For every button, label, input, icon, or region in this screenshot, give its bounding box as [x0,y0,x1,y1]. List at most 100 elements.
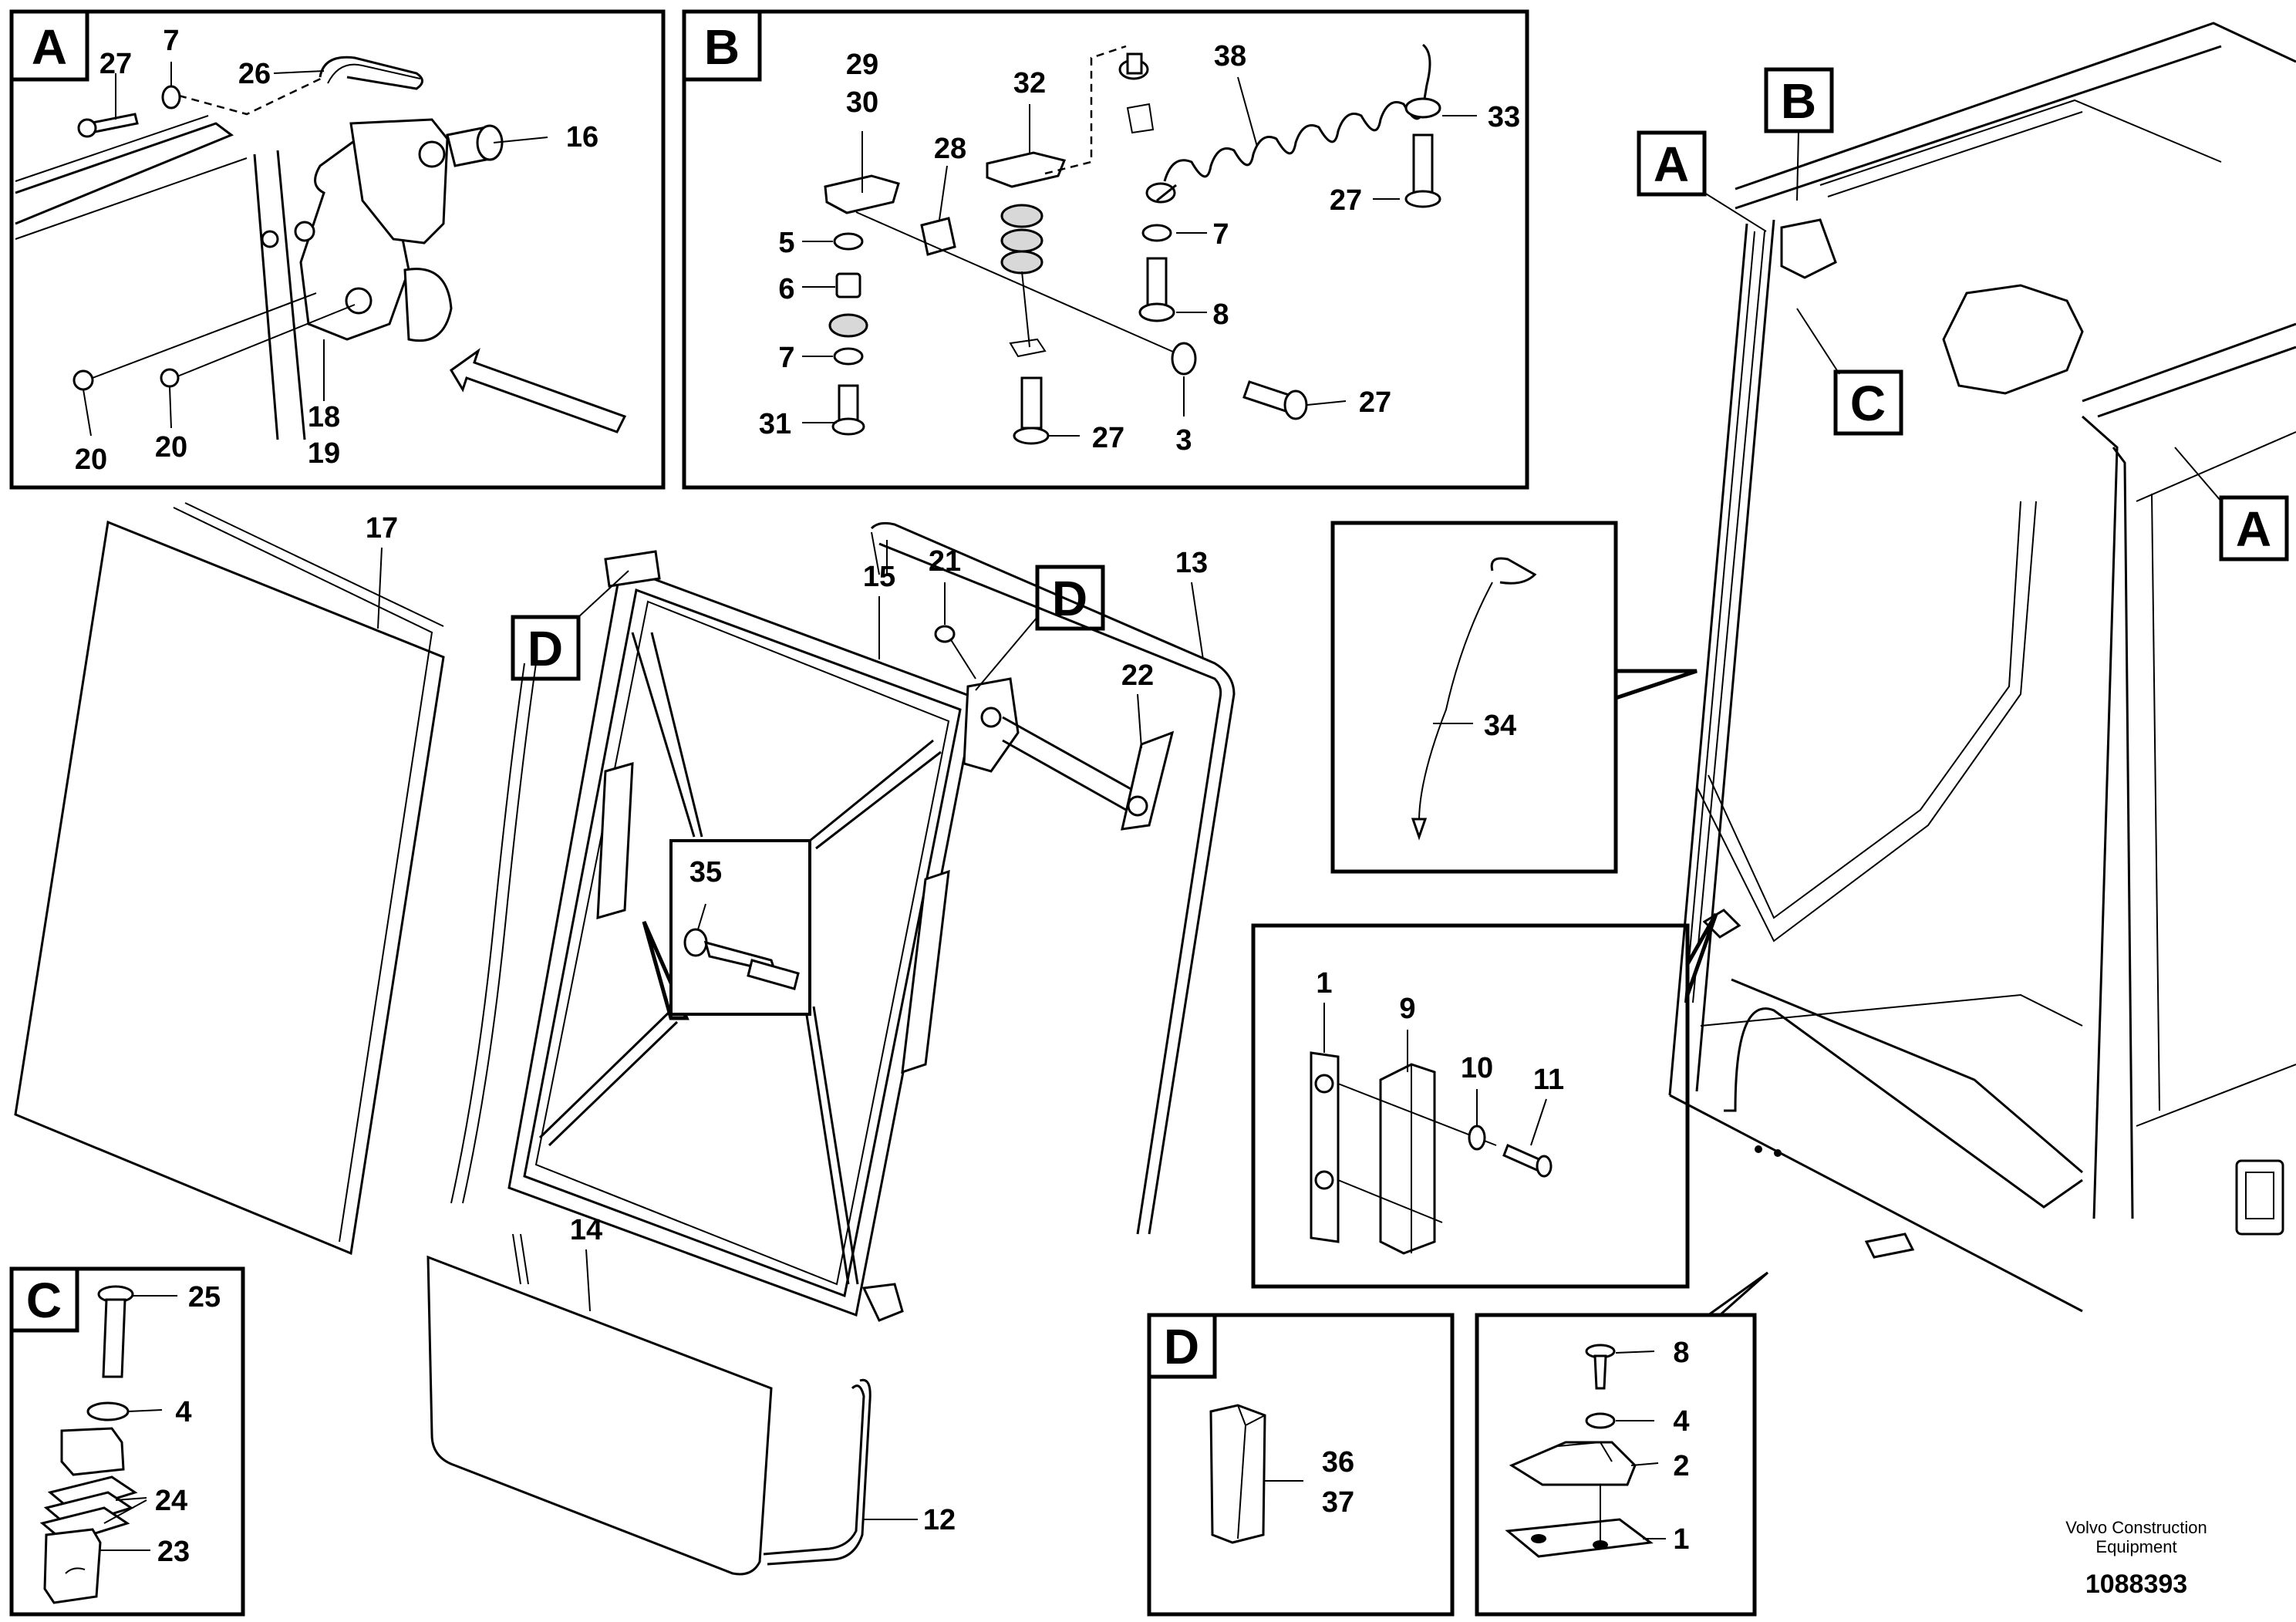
bracket-23 [43,1528,102,1604]
detail-panel-b: B [682,9,1529,490]
washer-5 [833,232,864,251]
label-31: 31 [759,408,791,440]
detail-panel-34: 34 [1330,521,1698,874]
label-19: 19 [308,437,340,470]
footer: Volvo Construction Equipment 1088393 [2065,1518,2207,1599]
label-5: 5 [778,227,794,259]
label-13: 13 [1175,547,1208,579]
cab-callout-a1: A [1654,137,1689,192]
label-26: 26 [238,58,271,90]
pin-27-b [1020,376,1043,430]
cab-handle [2235,1159,2284,1236]
bushing [828,313,868,338]
panel-d-letter: D [1164,1319,1199,1374]
washer-10 [1468,1125,1486,1151]
washer-4-c [86,1401,130,1421]
label-12: 12 [923,1504,956,1536]
spacer-6 [835,272,861,298]
label-35: 35 [689,856,722,889]
label-18: 18 [308,401,340,433]
label-17: 17 [366,512,398,545]
label-27-b1: 27 [1092,422,1124,454]
door-callout-d1: D [528,621,563,676]
spring-38 [1145,43,1431,204]
label-8-b: 8 [1212,298,1229,331]
label-7-b1: 7 [778,342,794,374]
plate-1 [1310,1051,1340,1243]
label-24: 24 [155,1485,187,1517]
cable-34 [1411,818,1428,841]
label-36: 36 [1322,1446,1354,1479]
label-7-b2: 7 [1212,218,1229,251]
washer-7 [161,85,181,110]
label-30: 30 [846,86,878,119]
label-27-b3: 27 [1330,184,1362,217]
label-1-m: 1 [1673,1523,1689,1556]
door-handle [596,761,634,920]
label-10: 10 [1461,1052,1493,1084]
label-37: 37 [1322,1486,1354,1519]
label-8-m: 8 [1673,1337,1689,1369]
washer-4-m [1585,1412,1616,1429]
panel-a-letter: A [32,19,67,75]
block-36-37 [1209,1404,1266,1544]
label-16: 16 [566,121,598,153]
direction-arrow [450,348,627,433]
label-21: 21 [929,545,961,578]
washer-7-b2 [1141,224,1172,242]
detail-panel-hinge: 1 9 10 11 [1251,912,1718,1289]
label-7-a: 7 [163,25,179,57]
door-assembly: D D 35 [14,502,1236,1576]
arm-22 [1121,730,1175,831]
label-20-b: 20 [155,431,187,464]
label-27-a: 27 [99,48,132,80]
rubber-block [60,1427,125,1476]
label-3: 3 [1175,424,1192,457]
label-11: 11 [1533,1064,1564,1096]
plate-1-m [1505,1518,1654,1558]
label-22: 22 [1121,659,1154,692]
label-27-b2: 27 [1359,386,1391,419]
label-4-c: 4 [175,1396,191,1428]
cab-callout-a2: A [2236,501,2271,557]
door-frame-15 [507,565,977,1317]
detail-panel-mount: 8 4 2 1 [1475,1271,1768,1617]
pin-8-b [1146,257,1168,310]
bracket-29-30 [824,174,900,214]
label-38: 38 [1214,40,1246,73]
brand-line-1: Volvo Construction [2065,1518,2207,1537]
label-14: 14 [570,1214,602,1246]
label-23: 23 [157,1536,190,1568]
nut-33 [1404,97,1441,119]
label-2: 2 [1673,1450,1689,1482]
document-number: 1088393 [2085,1570,2187,1599]
label-28: 28 [934,133,966,165]
cab-latch [1780,218,1837,279]
block-9 [1379,1063,1436,1255]
label-33: 33 [1488,101,1520,133]
washer-35 [683,928,708,957]
cab-illustration: A B C A [1637,22,2296,1313]
cab-callout-b: B [1781,73,1816,129]
detail-panel-a: A [9,9,666,490]
panel-b-letter: B [704,19,740,75]
glass-17 [14,520,445,1256]
detail-panel-c: C 25 4 24 23 [9,1266,245,1617]
label-9: 9 [1399,993,1415,1025]
label-29: 29 [846,49,878,81]
label-20-a: 20 [75,443,107,476]
panel-c-letter: C [26,1273,62,1328]
spring-clip-26 [319,56,423,90]
plate-32 [986,151,1067,188]
label-6: 6 [778,273,794,305]
bolt-21 [934,625,956,643]
screw-20a [72,369,94,391]
detail-panel-d: D 36 37 [1147,1313,1455,1617]
cab-callout-c: C [1850,376,1886,431]
label-1-h: 1 [1316,967,1332,1000]
label-34: 34 [1484,710,1516,742]
seat-console [1942,284,2084,395]
panel-14 [426,1255,773,1576]
lock-pin-hole [418,140,446,168]
